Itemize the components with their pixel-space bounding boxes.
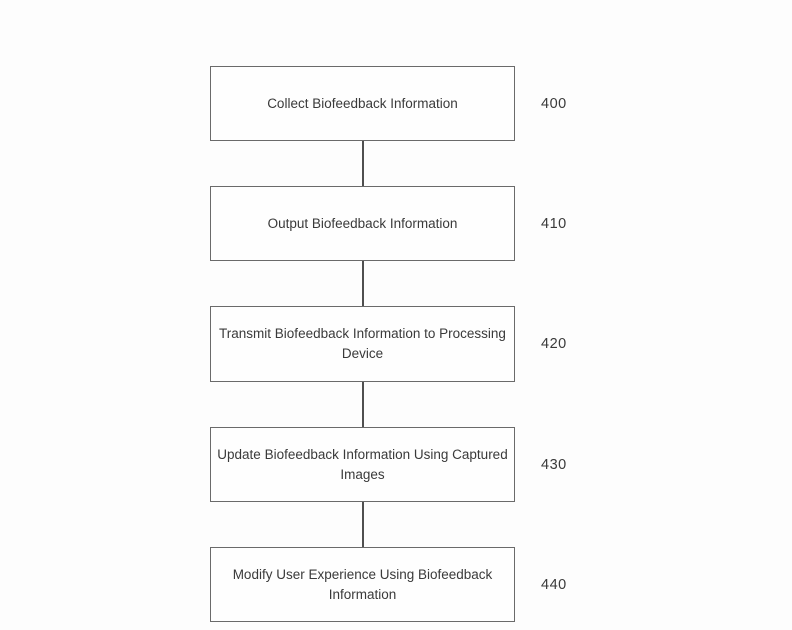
flow-box-text: Collect Biofeedback Information	[267, 95, 458, 111]
flow-box-transmit-biofeedback: Transmit Biofeedback Information to Proc…	[210, 306, 515, 382]
ref-number-400: 400	[541, 95, 567, 112]
flow-box-text: Device	[341, 346, 384, 361]
connector-line	[362, 141, 364, 186]
flow-box-text: Images	[340, 466, 385, 482]
connector-line	[362, 382, 364, 427]
flow-box-update-biofeedback: Update Biofeedback Information Using Cap…	[210, 427, 515, 502]
flow-box-text: Output Biofeedback Information	[267, 215, 458, 231]
ref-number-440: 440	[541, 576, 567, 593]
ref-number-410: 410	[541, 215, 567, 232]
ref-number-430: 430	[541, 456, 567, 473]
ref-number-420: 420	[541, 336, 567, 352]
connector-line	[362, 502, 364, 547]
flow-box-text: Modify User Experience Using Biofeedback	[232, 566, 493, 582]
flow-box-collect-biofeedback: Collect Biofeedback Information	[210, 66, 515, 141]
flow-box-output-biofeedback: Output Biofeedback Information	[210, 186, 515, 261]
connector-line	[362, 261, 364, 306]
flow-box-text: Update Biofeedback Information Using Cap…	[217, 446, 508, 462]
flow-box-text: Information	[328, 586, 397, 602]
flow-box-modify-user-experience: Modify User Experience Using Biofeedback…	[210, 547, 515, 622]
flow-box-text: Transmit Biofeedback Information to Proc…	[219, 326, 506, 341]
